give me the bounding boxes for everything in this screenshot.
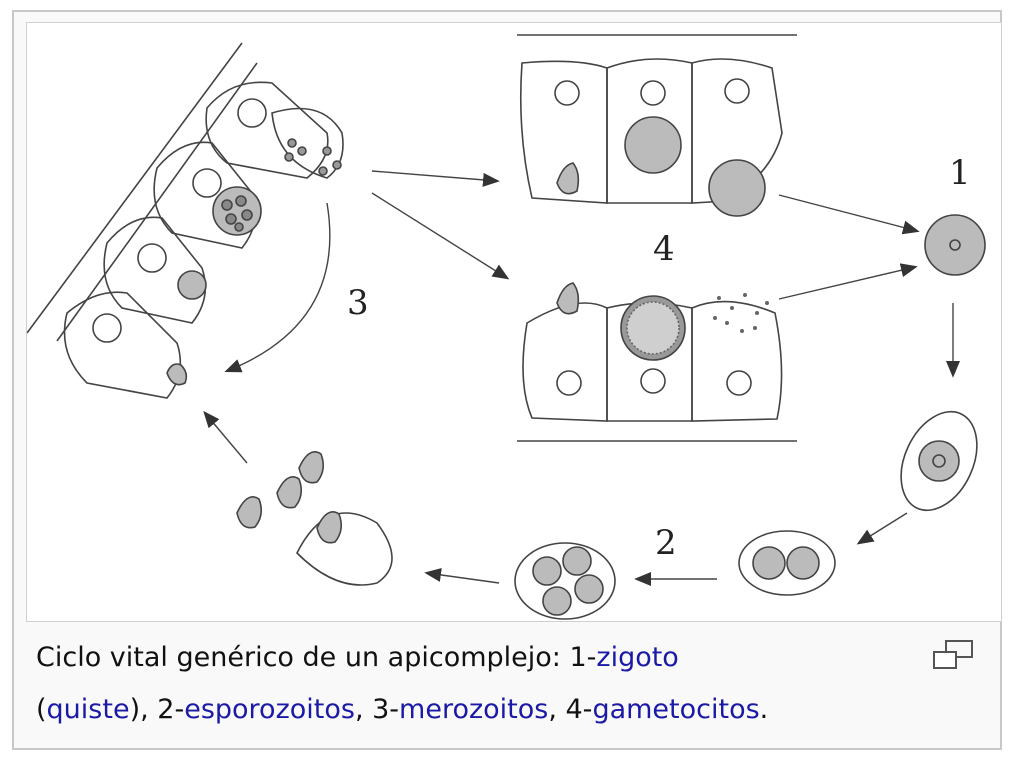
caption-sep-2: ), 2- (129, 694, 185, 725)
zygote-cyst-sequence (514, 214, 986, 620)
caption-lead: Ciclo vital genérico de un apicomplejo: … (36, 642, 597, 673)
epithelium-upper (517, 34, 797, 217)
link-esporozoitos[interactable]: esporozoitos (184, 694, 355, 725)
epithelium-lower (517, 282, 797, 442)
stage-label-1: 1 (949, 153, 971, 193)
life-cycle-diagram (27, 34, 986, 620)
link-merozoitos[interactable]: merozoitos (399, 694, 549, 725)
caption-open-paren: ( (36, 694, 47, 725)
link-gametocitos[interactable]: gametocitos (592, 694, 760, 725)
caption-sep-3: , 3- (354, 694, 400, 725)
link-zigoto[interactable]: zigoto (596, 642, 679, 673)
figure-caption: Ciclo vital genérico de un apicomplejo: … (36, 632, 936, 736)
cycle-arrows (203, 170, 960, 586)
epithelium-merozoites (27, 42, 344, 399)
stage-label-3: 3 (347, 283, 369, 323)
sporozoites (236, 451, 393, 586)
link-quiste[interactable]: quiste (46, 694, 130, 725)
magnify-icon[interactable] (930, 638, 976, 672)
stage-label-4: 4 (653, 229, 675, 269)
caption-end: . (759, 694, 769, 725)
caption-sep-4: , 4- (548, 694, 593, 725)
life-cycle-figure[interactable]: 1 2 3 4 (26, 22, 1002, 622)
stage-label-2: 2 (655, 523, 677, 563)
